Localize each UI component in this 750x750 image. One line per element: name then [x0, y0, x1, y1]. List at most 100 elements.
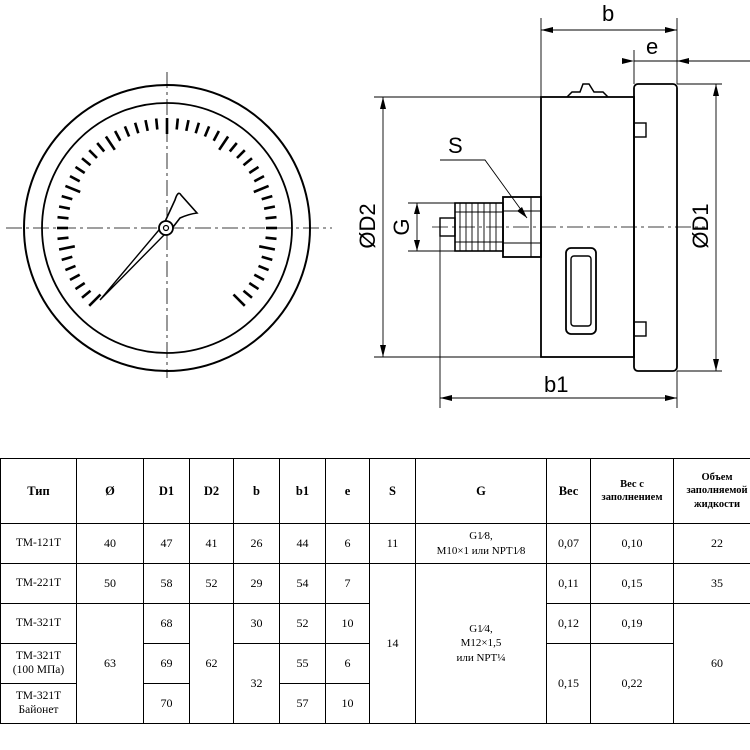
dim-label-d2: ØD2	[355, 203, 380, 248]
gauge-pointer-hub-inner	[162, 224, 170, 232]
cell-b1: 54	[279, 563, 326, 604]
side-window-inner	[570, 255, 592, 327]
scale-tick	[64, 184, 81, 194]
dim-label-b: b	[602, 1, 614, 26]
table-row: ТМ-221Т 50 58 52 29 54 7 14 G1⁄4,M12×1,5…	[0, 563, 750, 724]
scale-tick	[258, 264, 270, 272]
cell-b: 26	[233, 523, 280, 564]
header-weight: Вес	[546, 458, 591, 524]
cell-d1: 70	[143, 683, 190, 724]
scale-tick	[242, 289, 253, 299]
scale-tick	[261, 255, 273, 262]
cell-type: ТМ-321Т(100 МПа)	[0, 643, 77, 684]
scale-tick	[265, 236, 277, 241]
scale-tick	[261, 194, 273, 201]
scale-tick	[81, 289, 92, 299]
cell-e: 6	[325, 643, 370, 684]
technical-drawing: b e S ØD2 G ØD1 b1	[6, 1, 750, 408]
cell-e: 10	[325, 603, 370, 644]
cell-b: 30	[233, 603, 280, 644]
cell-weight-filled: 0,15	[590, 563, 674, 604]
scale-tick	[57, 236, 69, 241]
scale-tick	[253, 184, 270, 194]
cell-b: 29	[233, 563, 280, 604]
scale-tick	[58, 245, 76, 251]
scale-tick	[194, 122, 201, 134]
header-b1: b1	[279, 458, 326, 524]
cell-type: ТМ-221Т	[0, 563, 77, 604]
dim-label-d1: ØD1	[688, 203, 713, 248]
gauge-pointer-needle	[99, 222, 170, 301]
scale-tick	[154, 118, 159, 130]
cell-type: ТМ-121Т	[0, 523, 77, 564]
scale-tick	[69, 174, 81, 183]
side-window-outer	[565, 247, 597, 335]
scale-tick	[88, 149, 98, 159]
header-b: b	[233, 458, 280, 524]
scale-tick	[133, 122, 140, 134]
cell-b1: 52	[279, 603, 326, 644]
gauge-pointer-tail	[161, 192, 199, 233]
cell-weight-filled-merged: 0,22	[590, 643, 674, 724]
cell-s-merged: 14	[369, 563, 416, 724]
gauge-side-view	[432, 83, 705, 372]
gauge-front-view	[6, 72, 332, 378]
scale-tick	[253, 273, 265, 282]
cell-weight-filled: 0,10	[590, 523, 674, 564]
cell-d1: 69	[143, 643, 190, 684]
cell-diameter: 40	[76, 523, 144, 564]
dim-label-g: G	[389, 218, 414, 235]
cell-diameter: 50	[76, 563, 144, 604]
cell-volume-merged: 60	[673, 603, 750, 724]
cell-d2-merged: 62	[189, 603, 234, 724]
cell-d2: 52	[189, 563, 234, 604]
header-g: G	[415, 458, 547, 524]
cell-weight-merged: 0,15	[546, 643, 591, 724]
header-diameter: Ø	[76, 458, 144, 524]
cell-d1: 68	[143, 603, 190, 644]
table-row: ТМ-321Т(100 МПа) 69 32 55 6 0,15 0,22	[0, 643, 750, 724]
scale-tick	[104, 135, 116, 151]
scale-tick	[74, 281, 86, 291]
scale-tick	[74, 165, 86, 175]
cell-volume: 22	[673, 523, 750, 564]
cell-d1: 47	[143, 523, 190, 564]
scale-tick	[69, 273, 81, 282]
table-row: ТМ-321Т 63 68 62 30 52 10 0,12 0,19 60	[0, 603, 750, 724]
scale-tick	[212, 130, 221, 142]
scale-tick	[96, 142, 106, 153]
dimension-arrows	[380, 27, 719, 401]
cell-s: 11	[369, 523, 416, 564]
scale-tick	[248, 281, 260, 291]
scale-tick	[258, 245, 276, 251]
header-s: S	[369, 458, 416, 524]
cell-b1: 44	[279, 523, 326, 564]
cell-volume: 35	[673, 563, 750, 604]
scale-tick	[123, 125, 131, 137]
bezel-clip-top	[633, 122, 647, 138]
dim-label-s: S	[448, 133, 463, 158]
scale-tick	[144, 119, 149, 132]
header-type: Тип	[0, 458, 77, 524]
dim-label-e: e	[646, 34, 658, 59]
scale-tick	[175, 118, 180, 130]
scale-tick	[203, 125, 211, 137]
scale-tick	[81, 157, 92, 167]
scale-tick	[61, 194, 73, 201]
scale-tick	[58, 205, 71, 210]
bezel-clip-bottom	[633, 321, 647, 337]
cell-weight-filled: 0,19	[590, 603, 674, 644]
header-d1: D1	[143, 458, 190, 524]
cell-e: 7	[325, 563, 370, 604]
scale-tick	[113, 130, 122, 142]
header-e: e	[325, 458, 370, 524]
cell-type: ТМ-321Т	[0, 603, 77, 644]
header-d2: D2	[189, 458, 234, 524]
scale-tick	[242, 157, 253, 167]
